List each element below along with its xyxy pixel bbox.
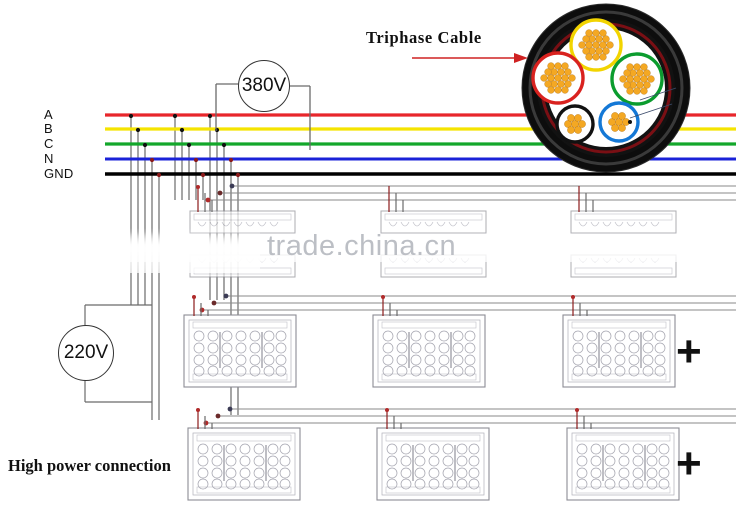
- bottom-row-branch-rails: [206, 408, 736, 424]
- top-row-branch-rails: [208, 185, 736, 201]
- cable-title: Triphase Cable: [366, 28, 482, 47]
- plus-symbol-middle-row: +: [676, 327, 702, 376]
- watermark: trade.china.cn: [267, 230, 457, 262]
- module-middle-1[interactable]: [183, 314, 297, 388]
- plus-symbol-bottom-row: +: [676, 439, 702, 488]
- module-top-3[interactable]: [570, 210, 677, 278]
- high-power-connection-title: High power connection: [8, 456, 171, 475]
- module-middle-3[interactable]: [562, 314, 676, 388]
- bus-label-c: C: [44, 136, 54, 151]
- middle-row-branch-rails: [202, 295, 736, 311]
- bus-label-a: A: [44, 107, 53, 122]
- bus-label-gnd: GND: [44, 166, 74, 181]
- bus-junction-dots: [128, 113, 241, 178]
- bus-label-b: B: [44, 121, 53, 136]
- three-phase-meter-leads: [215, 83, 311, 150]
- triphase-cable-cross-section: [521, 3, 691, 173]
- module-bottom-3[interactable]: [566, 427, 680, 501]
- module-feed-stubs: [192, 185, 594, 429]
- cable-pointer-arrow: [412, 53, 528, 63]
- module-bottom-2[interactable]: [376, 427, 490, 501]
- voltage-badge-380v: 380V: [238, 60, 290, 112]
- module-middle-2[interactable]: [372, 314, 486, 388]
- voltage-badge-220v: 220V: [58, 325, 114, 381]
- module-bottom-1[interactable]: [187, 427, 301, 501]
- single-phase-loop: [84, 304, 152, 403]
- bus-label-n: N: [44, 151, 54, 166]
